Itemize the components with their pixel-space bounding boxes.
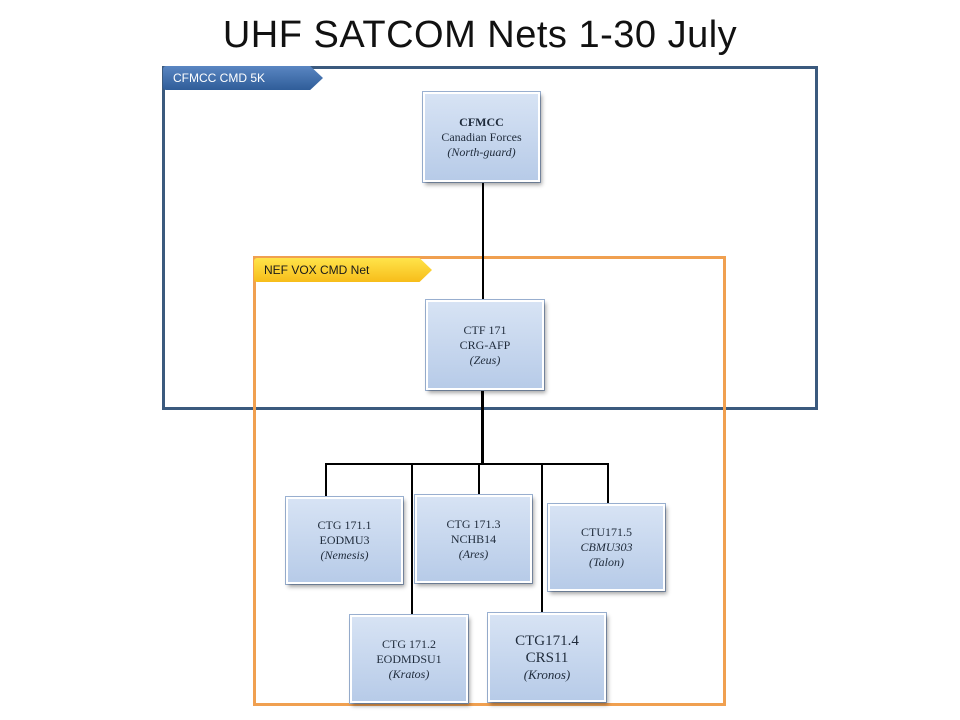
node-ctf171: CTF 171 CRG-AFP (Zeus) <box>426 300 544 390</box>
node-ctg1714-unit: CRS11 <box>525 650 569 666</box>
node-ctg1711-callsign: (Nemesis) <box>320 548 369 562</box>
node-cfmcc: CFMCC Canadian Forces (North-guard) <box>423 92 540 182</box>
node-ctu1715-callsign: (Talon) <box>589 555 624 569</box>
node-ctg1712-unit: EODMDSU1 <box>376 651 442 666</box>
node-ctu1715-unit: CBMU303 <box>580 540 633 554</box>
node-ctg1713-title: CTG 171.3 <box>446 516 501 531</box>
connector-drop-ctg1711 <box>325 463 327 499</box>
node-ctu1715-title: CTU171.5 <box>581 525 632 539</box>
connector-drop-ctg1713 <box>478 463 480 497</box>
cfmcc-cmd-region <box>162 66 818 410</box>
cfmcc-cmd-tag: CFMCC CMD 5K <box>163 66 323 90</box>
node-ctg1714: CTG171.4 CRS11 (Kronos) <box>488 613 606 702</box>
connector-bus <box>325 463 609 465</box>
nef-vox-tag: NEF VOX CMD Net <box>254 258 432 282</box>
node-ctf171-title: CTF 171 <box>463 322 507 337</box>
connector-drop-ctg1712 <box>411 463 413 617</box>
node-cfmcc-callsign: (North-guard) <box>447 144 516 159</box>
node-ctu1715: CTU171.5 CBMU303 (Talon) <box>548 504 665 591</box>
node-ctg1711-unit: EODMU3 <box>319 533 370 547</box>
node-ctg1713: CTG 171.3 NCHB14 (Ares) <box>415 495 532 583</box>
page-title: UHF SATCOM Nets 1-30 July <box>222 14 738 56</box>
node-ctg1714-title: CTG171.4 <box>515 633 579 649</box>
node-ctf171-unit: CRG-AFP <box>459 337 511 352</box>
connector-drop-ctu1715 <box>607 463 609 505</box>
node-ctg1711-title: CTG 171.1 <box>317 518 372 532</box>
node-ctg1711: CTG 171.1 EODMU3 (Nemesis) <box>286 497 403 584</box>
node-ctg1713-callsign: (Ares) <box>458 546 489 561</box>
node-cfmcc-unit: Canadian Forces <box>441 129 522 144</box>
connector-ctf-trunk <box>481 390 484 464</box>
node-ctg1714-callsign: (Kronos) <box>523 667 571 682</box>
node-ctg1712: CTG 171.2 EODMDSU1 (Kratos) <box>350 615 468 703</box>
connector-drop-ctg1714 <box>541 463 543 615</box>
connector-cfmcc-ctf <box>482 182 484 302</box>
node-ctg1713-unit: NCHB14 <box>450 531 497 546</box>
nef-vox-region <box>253 256 726 706</box>
node-ctf171-callsign: (Zeus) <box>469 352 501 367</box>
node-ctg1712-callsign: (Kratos) <box>388 666 430 681</box>
node-ctg1712-title: CTG 171.2 <box>382 636 436 651</box>
node-cfmcc-title: CFMCC <box>459 114 504 129</box>
